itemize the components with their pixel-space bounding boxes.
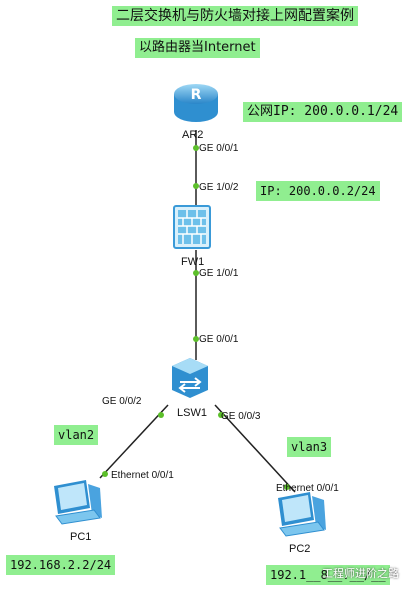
pc-icon — [54, 480, 102, 525]
vlan2-label: vlan2 — [54, 425, 99, 445]
lsw1-name: LSW1 — [177, 407, 207, 419]
port-lsw-ge003: GE 0/0/3 — [221, 411, 261, 422]
router-ar2[interactable]: R — [170, 80, 222, 126]
switch-lsw1[interactable] — [166, 354, 214, 402]
port-fw-ge102: GE 1/0/2 — [199, 182, 239, 193]
port-dot-ar2 — [193, 145, 199, 151]
pc-pc2[interactable] — [274, 490, 330, 538]
firewall-icon — [173, 205, 211, 249]
watermark: 工程师进阶之路 — [322, 568, 399, 580]
pc2-name: PC2 — [289, 543, 311, 555]
link-lsw1-pc2 — [214, 404, 296, 493]
port-fw-ge101: GE 1/0/1 — [199, 268, 239, 279]
switch-icon — [172, 358, 208, 398]
ar2-public-ip-label: 公网IP: 200.0.0.1/24 — [243, 102, 403, 122]
port-dot-fw-up — [193, 183, 199, 189]
port-dot-lsw-left — [158, 412, 164, 418]
vlan3-label: vlan3 — [287, 437, 332, 457]
svg-text:R: R — [191, 87, 202, 103]
diagram-subtitle: 以路由器当Internet — [135, 38, 260, 58]
port-dot-pc2 — [284, 484, 290, 490]
port-dot-lsw-up — [193, 336, 199, 342]
diagram-title: 二层交换机与防火墙对接上网配置案例 — [112, 6, 358, 26]
pc-pc1[interactable] — [50, 478, 106, 526]
ar2-name: AR2 — [182, 129, 204, 141]
pc1-ip-label: 192.168.2.2/24 — [6, 555, 116, 575]
port-pc1-eth: Ethernet 0/0/1 — [111, 470, 174, 481]
fw1-name: FW1 — [181, 256, 205, 268]
port-pc2-eth: Ethernet 0/0/1 — [276, 483, 339, 494]
port-dot-fw-down — [193, 270, 199, 276]
fw-ip-label: IP: 200.0.0.2/24 — [256, 181, 380, 201]
link-lsw1-pc1 — [99, 404, 169, 479]
port-dot-pc1 — [102, 471, 108, 477]
router-icon: R — [174, 84, 218, 122]
port-lsw-ge002: GE 0/0/2 — [102, 396, 142, 407]
firewall-fw1[interactable] — [170, 203, 214, 251]
pc-icon — [278, 492, 326, 537]
port-ar2-ge001: GE 0/0/1 — [199, 143, 239, 154]
port-lsw-ge001: GE 0/0/1 — [199, 334, 239, 345]
pc2-ip-label: 192.1__8__.__/__ — [266, 565, 390, 585]
port-dot-lsw-right — [218, 412, 224, 418]
pc1-name: PC1 — [70, 531, 92, 543]
